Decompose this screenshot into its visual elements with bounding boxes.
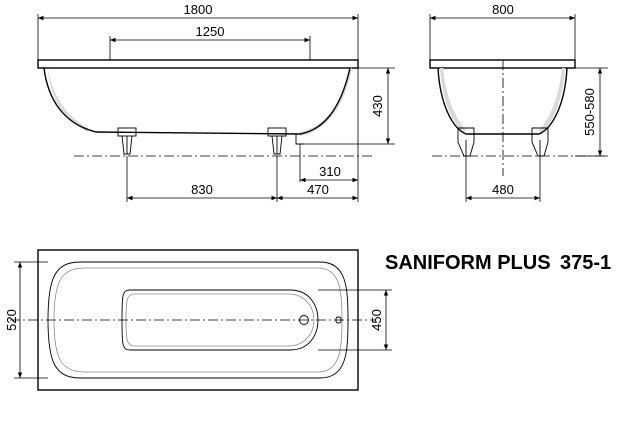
label-520: 520 [4, 309, 19, 331]
label-450: 450 [369, 309, 384, 331]
end-left-foot [457, 127, 475, 157]
label-550-580: 550-580 [582, 88, 597, 136]
left-foot [117, 127, 137, 155]
end-body [437, 67, 568, 135]
product-name: SANIFORM PLUS [385, 252, 551, 274]
product-title: SANIFORM PLUS 375-1 [385, 252, 611, 274]
end-right-foot [531, 127, 549, 157]
label-1800: 1800 [184, 2, 213, 17]
side-view: 1800 1250 430 830 310 470 [37, 2, 395, 202]
label-310: 310 [319, 164, 341, 179]
plan-inner-rim [47, 261, 349, 379]
plan-basin-inner [125, 293, 315, 347]
label-470: 470 [307, 182, 329, 197]
label-800: 800 [492, 2, 514, 17]
plan-inner-rim-2 [53, 267, 343, 373]
label-480: 480 [492, 182, 514, 197]
end-rim [429, 59, 576, 69]
label-430: 430 [370, 95, 385, 117]
right-foot [267, 127, 287, 155]
product-code: 375-1 [560, 252, 611, 274]
side-shading [48, 68, 88, 132]
label-830: 830 [191, 182, 213, 197]
plan-basin [121, 289, 319, 351]
side-body [43, 67, 351, 135]
side-rim [37, 59, 359, 69]
end-view: 800 480 550-580 [429, 2, 608, 202]
plan-view: 520 450 [4, 249, 392, 391]
label-1250: 1250 [196, 24, 225, 39]
